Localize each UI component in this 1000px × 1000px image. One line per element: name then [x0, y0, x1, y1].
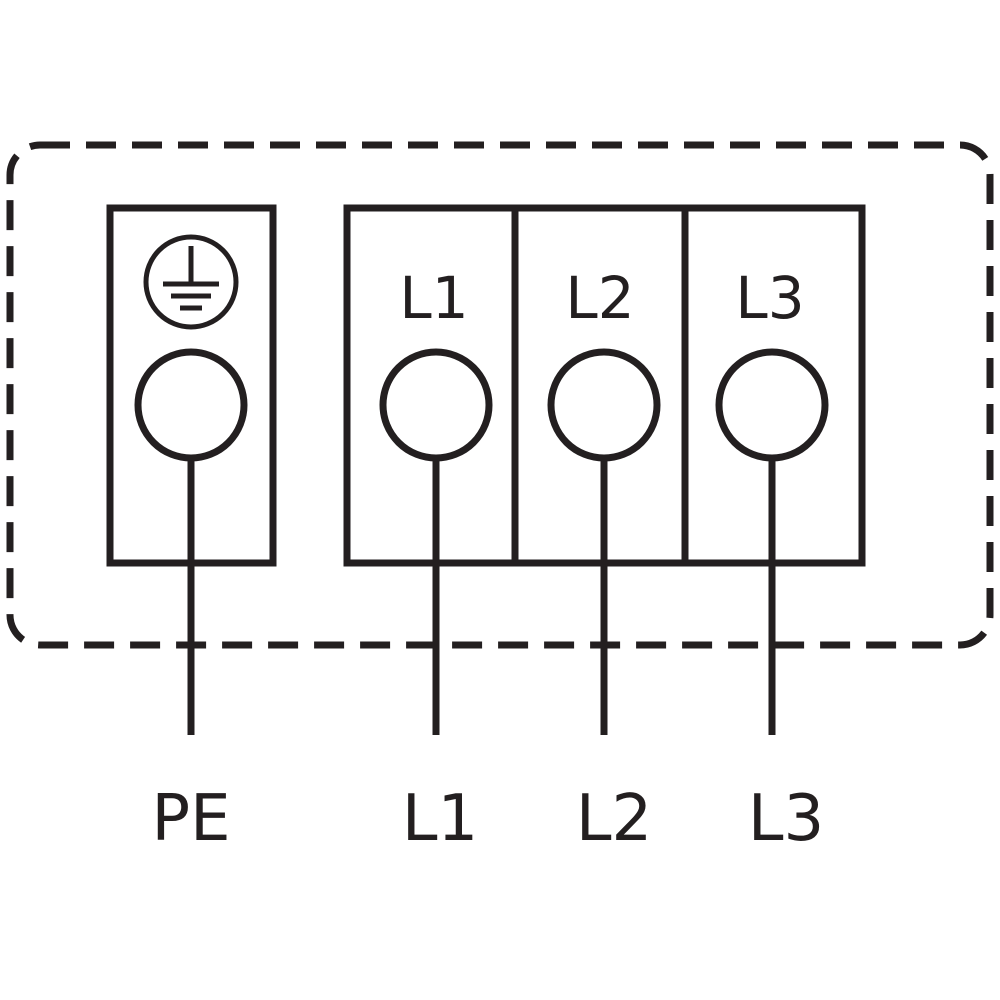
- pe-screw-terminal: [134, 348, 248, 462]
- wire-label-l3: L3: [748, 782, 824, 856]
- wire-label-pe: PE: [151, 782, 230, 856]
- terminal-label-l2: L2: [565, 264, 634, 332]
- terminal-label-l1: L1: [399, 264, 468, 332]
- l3-screw-terminal: [715, 348, 829, 462]
- terminal-label-l3: L3: [735, 264, 804, 332]
- earth-ground-icon: [143, 234, 239, 330]
- enclosure-dashed-outline: [6, 141, 994, 649]
- l2-screw-terminal: [547, 348, 661, 462]
- wire-label-l2: L2: [576, 782, 652, 856]
- wire-label-l1: L1: [402, 782, 478, 856]
- l1-screw-terminal: [379, 348, 493, 462]
